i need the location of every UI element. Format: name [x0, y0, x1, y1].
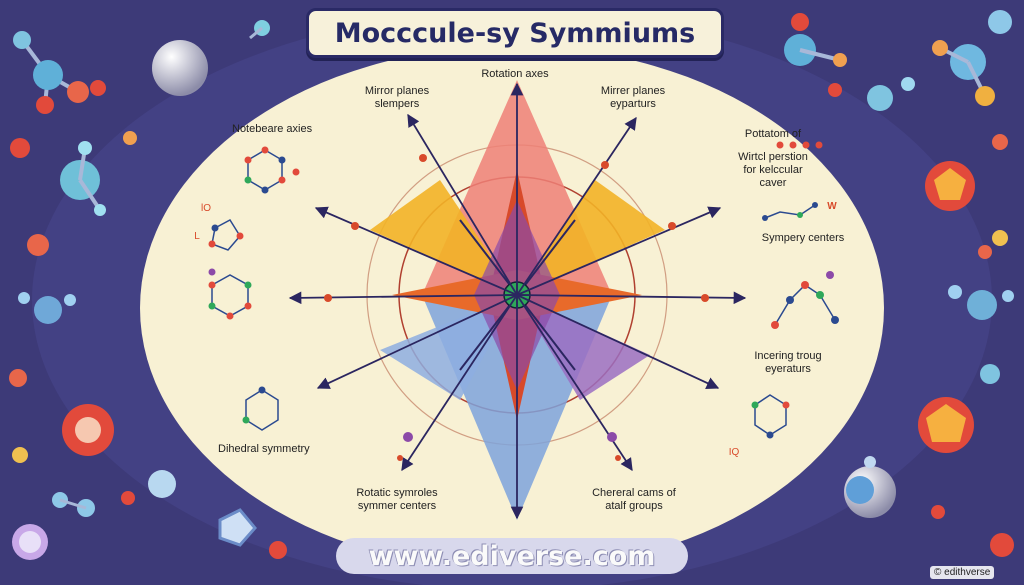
label-line: symmer centers: [357, 500, 437, 512]
atoms-left: [208, 146, 300, 424]
glyph-l: L: [194, 231, 200, 242]
label-line: eyeraturs: [765, 363, 811, 375]
molecule-decor-left: [9, 20, 287, 560]
website-url[interactable]: www.ediverse.com: [336, 538, 688, 574]
label-chereta-cams: Chereral cams of atalf groups: [574, 487, 694, 513]
label-line: slempers: [374, 98, 420, 110]
label-line: Incering troug: [754, 350, 822, 362]
label-notebeare-axies: Notebeare axies: [232, 123, 313, 135]
glyph-lo: lO: [201, 203, 211, 214]
label-sympery-centers: Sympery centers: [761, 232, 845, 244]
label-line: Mirrer planes: [600, 85, 666, 97]
label-mirror-planes-right: Mirrer planes eyparturs: [588, 85, 678, 111]
atoms-right: [751, 141, 839, 439]
label-pottatom: Pottatom of Wirtcl perstion for kelccula…: [708, 128, 838, 190]
watermark: © edithverse: [930, 566, 995, 579]
label-rotation-axes: Rotation axes: [481, 68, 549, 80]
label-incering: Incering troug eyeraturs: [728, 350, 848, 376]
label-line: eyparturs: [610, 98, 656, 110]
label-line: atalf groups: [605, 500, 663, 512]
label-line: Chereral cams of: [592, 487, 676, 499]
label-line: Wirtcl perstion: [738, 151, 808, 163]
page-title: Mocccule-sy Symmiums: [306, 8, 724, 58]
label-rotatic-symroles: Rotatic symroles symmer centers: [342, 487, 452, 513]
label-line: caver: [759, 177, 787, 189]
glyph-iq: IQ: [728, 447, 740, 458]
molecule-decor-right: [784, 10, 1014, 557]
label-line: Mirror planes: [364, 85, 430, 97]
glyph-w: W: [827, 201, 837, 212]
label-mirror-planes-left: Mirror planes slempers: [352, 85, 442, 111]
label-dihedral-symmetry: Dihedral symmetry: [218, 443, 310, 455]
axis-beads: [324, 154, 709, 461]
axis-arrows: [288, 82, 747, 520]
label-line: Pottatom of: [744, 128, 802, 140]
label-line: for kelccular: [743, 164, 803, 176]
label-line: Rotatic symroles: [356, 487, 438, 499]
